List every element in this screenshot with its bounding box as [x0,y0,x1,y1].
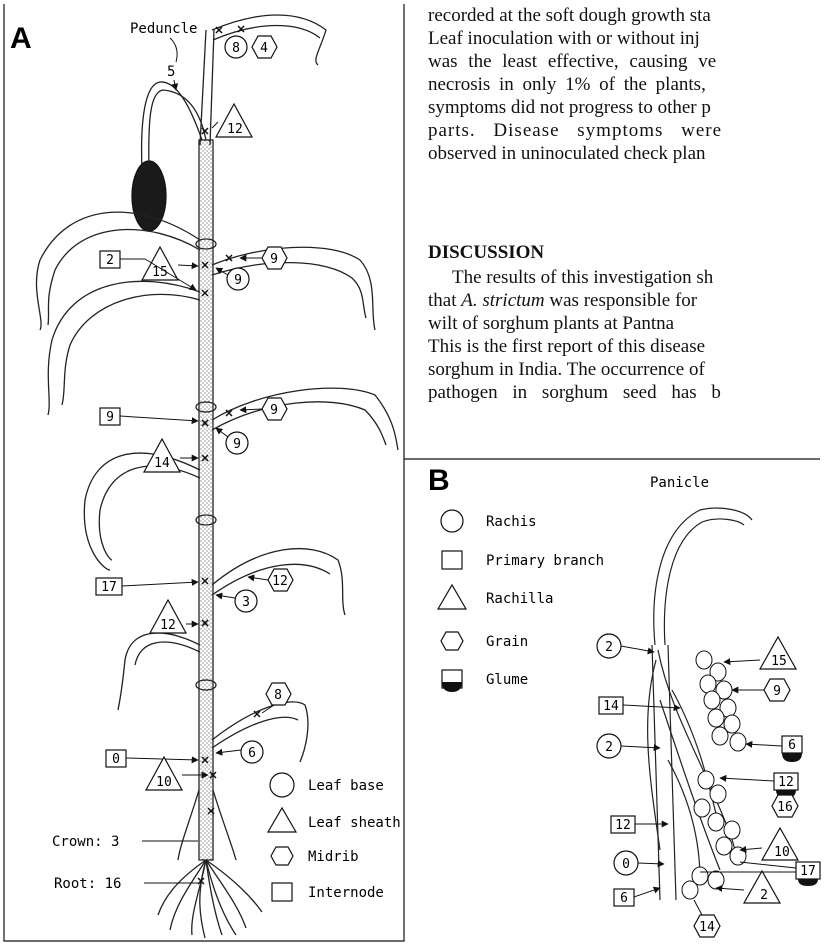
svg-text:12: 12 [227,122,243,137]
legend-grain: Grain [486,634,528,650]
legend-square-icon [442,551,462,569]
svg-text:14: 14 [699,920,715,935]
svg-text:8: 8 [232,41,240,56]
svg-text:3: 3 [242,595,250,610]
marker-rachis-2b: 2 [597,734,621,758]
marker-midrib-9: 9 [262,247,287,269]
marker-leafbase-6: 6 [241,741,263,763]
legend-triangle-icon [438,585,466,609]
marker-rachis-2: 2 [597,634,621,658]
root-label: Root: 16 [54,876,121,892]
svg-text:9: 9 [270,403,278,418]
panel-b-label: B [428,464,450,497]
marker-grain-16: 16 [772,795,798,817]
peduncle-label: Peduncle [130,21,197,37]
marker-midrib-9b: 9 [262,398,287,420]
marker-leafbase-8: 8 [225,36,247,58]
svg-text:12: 12 [272,574,288,589]
marker-internode-9: 9 [100,408,120,425]
panel-b-legend: Rachis Primary branch Rachilla Grain Glu… [438,510,604,692]
svg-text:15: 15 [771,654,787,669]
panel-a-label: A [10,22,32,55]
panicle-drawing [648,508,752,900]
svg-text:9: 9 [234,273,242,288]
svg-text:2: 2 [605,640,613,655]
legend-leaf-sheath: Leaf sheath [308,815,401,831]
marker-midrib-4: 4 [252,36,277,58]
svg-text:10: 10 [156,775,172,790]
marker-primary-branch-14: 14 [599,697,623,714]
marker-internode-2: 2 [100,251,120,268]
svg-text:0: 0 [112,752,120,767]
marker-primary-branch-12: 12 [611,816,635,833]
marker-glume-6: 6 [782,736,802,762]
svg-text:9: 9 [233,437,241,452]
legend-midrib: Midrib [308,849,359,865]
svg-text:6: 6 [788,738,796,753]
peduncle-value: 5 [167,64,175,80]
legend-circle-icon [441,510,463,532]
svg-text:10: 10 [774,845,790,860]
marker-rachilla-10: 10 [762,828,798,860]
sorghum-plant-drawing [36,15,398,938]
svg-text:17: 17 [800,864,816,879]
marker-midrib-8: 8 [266,683,291,705]
legend-primary-branch: Primary branch [486,553,604,569]
svg-text:12: 12 [615,818,631,833]
marker-leafsheath-12: 12 [216,104,252,137]
legend-hexagon-icon [441,632,463,650]
marker-internode-0: 0 [106,750,126,767]
legend-glume: Glume [486,672,528,688]
svg-text:2: 2 [106,253,114,268]
marker-internode-17: 17 [96,578,122,595]
svg-text:17: 17 [101,580,117,595]
legend-leaf-base: Leaf base [308,778,384,794]
svg-text:14: 14 [603,699,619,714]
panel-a-legend: Leaf base Leaf sheath Midrib Internode [268,773,401,901]
svg-text:9: 9 [773,684,781,699]
marker-leafsheath-10: 10 [146,757,182,790]
legend-rachis: Rachis [486,514,537,530]
legend-rachilla: Rachilla [486,591,553,607]
marker-rachis-0: 0 [614,851,638,875]
marker-leafbase-9b: 9 [226,432,248,454]
marker-midrib-12: 12 [268,569,293,591]
svg-text:0: 0 [622,857,630,872]
legend-triangle-icon [268,808,296,832]
legend-square-icon [272,883,292,901]
grain-cluster [682,651,746,899]
legend-circle-icon [270,773,294,797]
crown-label: Crown: 3 [52,834,119,850]
svg-text:14: 14 [154,456,170,471]
legend-internode: Internode [308,885,384,901]
marker-leafsheath-15: 15 [142,247,178,280]
panel-b-title: Panicle [650,475,709,491]
svg-text:6: 6 [248,746,256,761]
svg-text:8: 8 [274,688,282,703]
marker-leafsheath-14: 14 [144,439,180,472]
marker-rachilla-2: 2 [744,871,780,903]
marker-glume-12: 12 [774,773,798,798]
marker-glume-17: 17 [796,862,820,886]
marker-grain-14: 14 [694,915,720,937]
svg-text:4: 4 [260,41,268,56]
svg-text:12: 12 [160,618,176,633]
svg-text:15: 15 [152,265,168,280]
legend-glume-icon [442,670,462,692]
svg-text:12: 12 [778,775,794,790]
svg-text:9: 9 [106,410,114,425]
marker-leafsheath-12b: 12 [150,600,186,633]
svg-text:2: 2 [605,740,613,755]
marker-leafbase-9: 9 [227,268,249,290]
marker-grain-9: 9 [764,679,790,701]
legend-hexagon-icon [271,847,293,865]
marker-primary-branch-6: 6 [614,889,634,906]
marker-leafbase-3: 3 [235,590,257,612]
svg-text:6: 6 [620,891,628,906]
svg-text:9: 9 [270,252,278,267]
svg-text:16: 16 [777,800,793,815]
svg-text:2: 2 [760,888,768,903]
marker-rachilla-15: 15 [760,637,796,669]
